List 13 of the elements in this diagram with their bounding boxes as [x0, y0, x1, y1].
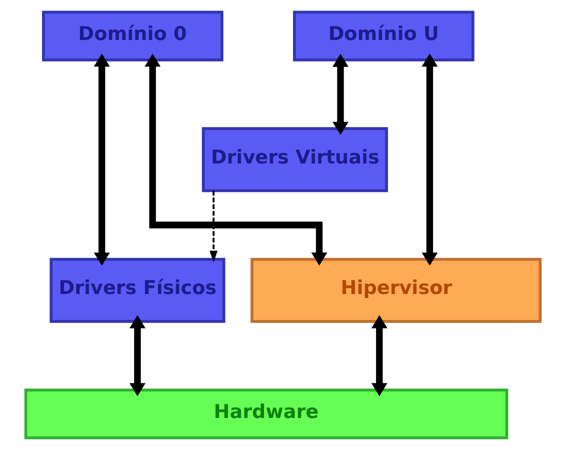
- arrow: [94, 54, 110, 266]
- arrow: [371, 315, 388, 396]
- arrow: [422, 54, 438, 266]
- arrow: [129, 315, 146, 396]
- node-box: Domínio U: [293, 10, 474, 62]
- node-box: Domínio 0: [42, 10, 224, 62]
- node-box: Drivers Físicos: [50, 258, 226, 323]
- node-box: Hardware: [24, 388, 508, 440]
- arrow: [144, 54, 328, 266]
- arrow: [210, 190, 218, 262]
- arrow: [332, 54, 348, 135]
- node-box: Drivers Virtuais: [202, 127, 388, 192]
- node-box: Hipervisor: [250, 258, 542, 323]
